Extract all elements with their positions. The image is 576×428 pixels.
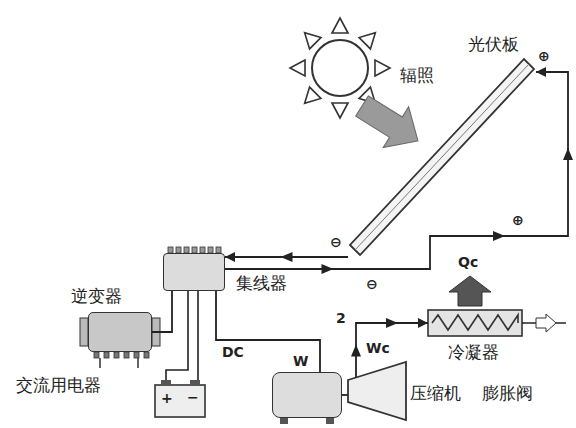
component-node: 集线器 <box>163 253 225 291</box>
annotation-label: 膨胀阀 <box>482 384 533 404</box>
annotation-label: ⊕ <box>538 48 550 64</box>
component-node: 冷凝器 <box>428 310 522 336</box>
wire-connector <box>152 291 172 332</box>
wire-connector <box>216 291 320 372</box>
component-label: 集线器 <box>236 274 287 294</box>
flow-arrow <box>386 318 398 328</box>
pv-panel-outline <box>340 32 540 256</box>
sun-ray <box>332 18 348 33</box>
battery-symbol <box>155 380 205 417</box>
annotation-label: Qc <box>458 254 478 270</box>
flow-arrow <box>563 148 573 160</box>
condenser-coil <box>428 310 522 336</box>
inverter-pin <box>144 352 149 358</box>
inverter-pin <box>104 352 109 358</box>
annotation-label: ⊖ <box>366 276 378 292</box>
inverter-pin <box>114 352 119 358</box>
wire-path <box>152 291 172 332</box>
component-label: 光伏板 <box>468 35 519 55</box>
annotation-label: 交流用电器 <box>16 376 101 396</box>
flow-arrow <box>493 231 505 241</box>
annotation-label: + <box>161 390 173 406</box>
component-label: 压缩机 <box>410 384 461 404</box>
inverter-pin <box>124 352 129 358</box>
flow-arrow <box>281 252 293 262</box>
annotation-label: ⊕ <box>512 212 524 228</box>
irradiation-arrow <box>349 86 430 162</box>
wire-path <box>225 72 568 269</box>
heat-out-arrow <box>449 276 491 306</box>
component-node: 压缩机 <box>348 362 406 420</box>
annotation-label: − <box>187 389 199 405</box>
annotation-label: Wc <box>366 340 390 356</box>
component-node: 逆变器 <box>88 312 152 352</box>
annotation-label: ⊖ <box>330 234 342 250</box>
sun-ray <box>332 103 348 118</box>
annotation-label: DC <box>222 344 244 360</box>
sun-ray <box>290 60 305 76</box>
sun-ray <box>305 87 321 103</box>
wire-connector <box>225 252 348 262</box>
annotation-label: 辐照 <box>400 66 434 86</box>
annotation-label: 2 <box>336 310 346 326</box>
inverter-pin <box>134 352 139 358</box>
flow-arrow <box>351 345 361 357</box>
sun-ray <box>375 60 390 76</box>
wire-path <box>216 291 320 372</box>
wire-connector <box>225 72 573 274</box>
refrigerant-out-line <box>522 314 566 332</box>
component-label: W <box>293 353 308 369</box>
sun-ray <box>305 33 321 49</box>
sun-ray <box>359 33 375 49</box>
compressor-outline <box>348 362 406 420</box>
component-node: W <box>272 372 342 418</box>
flow-arrow <box>322 264 334 274</box>
battery-wire <box>166 291 198 380</box>
component-node: 光伏板 <box>340 32 540 256</box>
component-label: 逆变器 <box>71 287 122 307</box>
inverter-pin <box>94 352 99 358</box>
component-label: 冷凝器 <box>448 343 499 363</box>
